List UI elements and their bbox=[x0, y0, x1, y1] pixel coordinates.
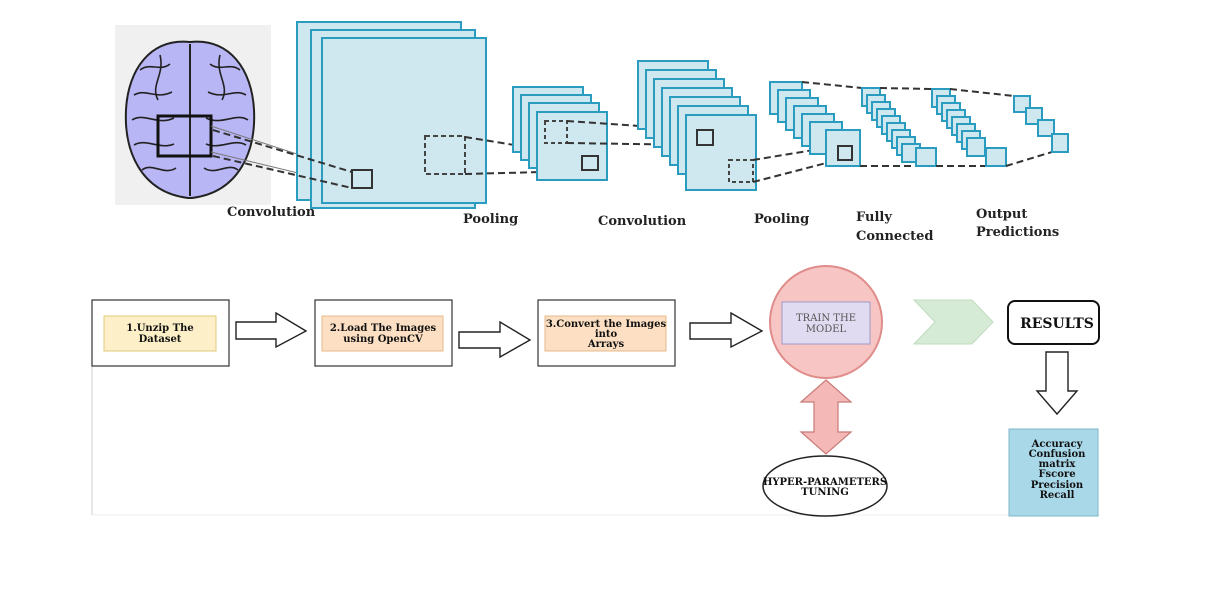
metric-item: Confusion bbox=[1029, 449, 1087, 460]
train-model-node: TRAIN THE MODEL bbox=[769, 265, 883, 379]
step-convert-to-arrays: 3.Convert the Images into Arrays bbox=[537, 299, 676, 367]
step2-line2: using OpenCV bbox=[343, 334, 423, 345]
step1-line1: 1.Unzip The bbox=[126, 323, 193, 334]
chevron-right-icon bbox=[912, 299, 994, 345]
double-arrow-icon bbox=[799, 379, 853, 455]
hyper-line1: HYPER-PARAMETERS bbox=[763, 477, 887, 488]
label-output-line1: Output bbox=[976, 207, 1027, 222]
fc2-units bbox=[931, 88, 1007, 167]
metric-item: Fscore bbox=[1038, 469, 1075, 480]
brain-image bbox=[115, 25, 271, 205]
label-conv1: Convolution bbox=[227, 205, 316, 220]
results-label: RESULTS bbox=[1020, 316, 1094, 332]
step3-line3: Arrays bbox=[587, 339, 625, 350]
arrow-down-icon bbox=[1035, 351, 1079, 416]
training-pipeline: 1.Unzip The Dataset 2.Load The Images us… bbox=[91, 265, 1100, 517]
metric-item: Accuracy bbox=[1031, 439, 1084, 450]
pool2-feature-maps bbox=[769, 81, 861, 167]
step-unzip-dataset: 1.Unzip The Dataset bbox=[91, 299, 230, 367]
metric-item: matrix bbox=[1039, 459, 1077, 470]
fc1-units bbox=[861, 87, 937, 167]
metric-item: Precision bbox=[1031, 480, 1084, 491]
label-fc-line1: Fully bbox=[856, 210, 892, 225]
pool1-feature-maps bbox=[512, 86, 608, 181]
cnn-architecture: Convolution Pooling Convolution Pooling … bbox=[115, 21, 1069, 244]
step3-line1: 3.Convert the Images bbox=[546, 319, 667, 330]
conv2-feature-maps bbox=[637, 60, 757, 191]
conv1-feature-maps bbox=[296, 21, 487, 209]
label-fc-line2: Connected bbox=[856, 229, 933, 244]
hyperparameter-tuning-node: HYPER-PARAMETERS TUNING bbox=[762, 455, 888, 517]
label-output-line2: Predictions bbox=[976, 225, 1059, 240]
output-units bbox=[1013, 95, 1069, 153]
results-node: RESULTS bbox=[1007, 300, 1100, 345]
arrow-right-icon bbox=[689, 311, 764, 349]
step3-line2: into bbox=[595, 329, 618, 340]
label-conv2: Convolution bbox=[598, 214, 687, 229]
label-pool1: Pooling bbox=[463, 212, 518, 227]
step2-line1: 2.Load The Images bbox=[330, 323, 437, 334]
train-line2: MODEL bbox=[806, 324, 847, 335]
train-line1: TRAIN THE bbox=[796, 313, 856, 324]
conv1-pool-window bbox=[424, 135, 466, 175]
metrics-box: Accuracy Confusion matrix Fscore Precisi… bbox=[1008, 428, 1099, 517]
step1-line2: Dataset bbox=[139, 334, 182, 345]
arrow-right-icon bbox=[235, 311, 308, 349]
arrow-right-icon bbox=[458, 320, 532, 359]
step-load-images: 2.Load The Images using OpenCV bbox=[314, 299, 453, 367]
conv1-receptive-box bbox=[351, 169, 373, 189]
label-pool2: Pooling bbox=[754, 212, 809, 227]
hyper-line2: TUNING bbox=[801, 487, 849, 498]
metric-item: Recall bbox=[1040, 490, 1075, 501]
